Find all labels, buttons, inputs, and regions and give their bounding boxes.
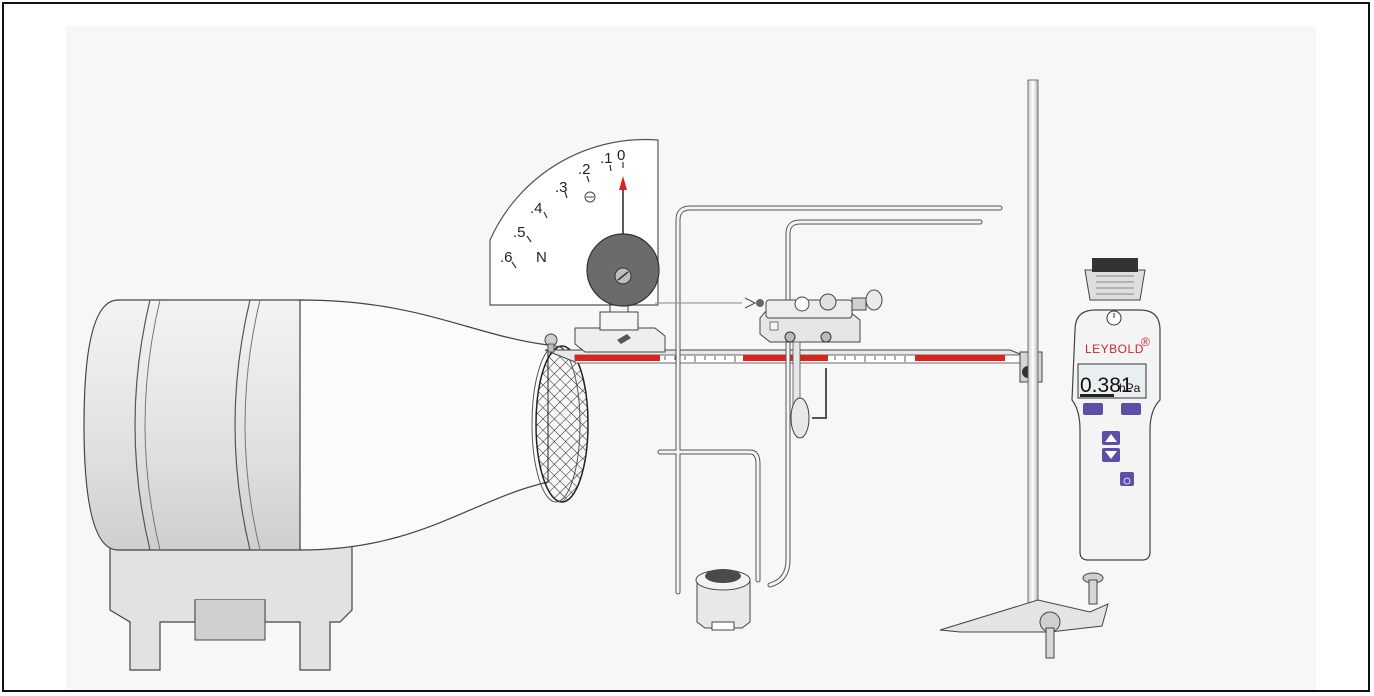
scale-red-segment <box>915 355 1005 361</box>
meter-right-softkey[interactable] <box>1121 403 1141 415</box>
meter-reading-unit: hPa <box>1119 381 1141 395</box>
stand-rod <box>939 79 1109 659</box>
force-tick-label: .2 <box>578 161 591 178</box>
meter-display <box>1077 363 1147 399</box>
force-tick-label: .5 <box>513 224 526 241</box>
force-meter: .6 .5 .4 .3 .2 .1 0 N <box>489 138 666 353</box>
force-tick-label: .3 <box>555 179 568 196</box>
fan-icon <box>83 299 589 671</box>
measuring-cart <box>655 289 883 439</box>
meter-left-softkey[interactable] <box>1083 403 1103 415</box>
fan-housing <box>83 299 331 551</box>
force-pointer <box>619 176 627 190</box>
force-tick-label: .1 <box>600 150 613 167</box>
meter-brand: LEYBOLD <box>1085 342 1144 356</box>
force-tick-label: .4 <box>530 200 543 217</box>
meter-menu-button[interactable] <box>1120 472 1134 486</box>
force-tick-label: 0 <box>617 147 625 164</box>
pressure-sensor-cup <box>695 569 751 631</box>
meter-brand-mark: ® <box>1141 335 1150 349</box>
force-unit-label: N <box>536 249 547 266</box>
mesh-outlet <box>535 345 589 503</box>
force-tick-label: .6 <box>500 249 513 266</box>
meter-reading-value: 0.381 <box>1080 374 1133 397</box>
pressure-meter: LEYBOLD ® 0.381 hPa <box>1071 258 1161 561</box>
scale-red-segment <box>575 355 660 361</box>
